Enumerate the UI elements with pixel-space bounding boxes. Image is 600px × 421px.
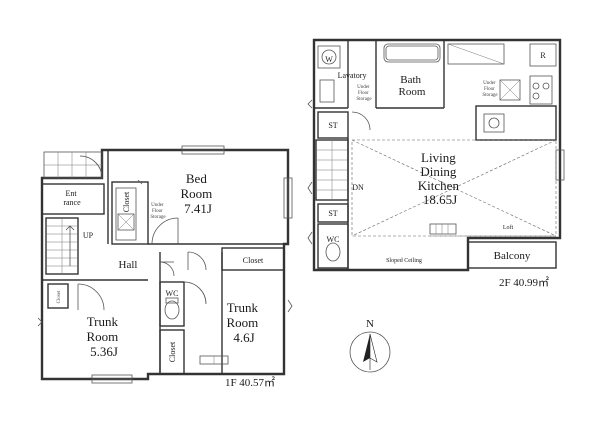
sloped-ceiling-label: Sloped Ceiling [386,258,422,264]
floor2-plan [307,38,565,272]
wc-2f-label: WC [327,235,340,244]
ldk-label: Living Dining Kitchen 18.65J [418,150,462,207]
loft-label: Loft [503,224,514,231]
bed-room-label: Bed Room 7.41J [180,171,215,216]
floor2-area-label: 2F 40.99㎡ [499,276,549,289]
trunk-room-left-label: Trunk Room 5.36J [86,314,121,359]
floor1-plan [37,145,293,384]
entry-porch [43,151,103,179]
trunk-room-right-label: Trunk Room 4.6J [226,300,261,345]
closet-vertical-label: Closet [122,191,131,212]
stairs-1f [45,217,79,275]
up-label: UP [83,231,94,240]
under-floor-storage-2f-right: Under Floor Storage [482,81,498,98]
closet-small-label: Closet [57,290,62,303]
closet-top-label: Closet [243,256,264,265]
dn-label: DN [352,183,364,192]
r-label: R [540,51,546,60]
compass-north-label: N [366,318,374,330]
under-floor-storage-1f: Under Floor Storage [150,203,166,220]
wc-1f-label: WC [166,289,179,298]
st-bottom-label: ST [328,209,337,218]
balcony-label: Balcony [494,250,531,262]
closet-bottom-label: Closet [168,341,177,362]
under-floor-storage-2f-left: Under Floor Storage [356,85,372,102]
lavatory-label: Lavatory [338,71,367,80]
hall-label: Hall [119,259,138,271]
entrance-label: Ent rance [63,189,81,207]
w-label: W [325,55,333,64]
st-top-label: ST [328,121,337,130]
compass [349,331,391,373]
floor1-area-label: 1F 40.57㎡ [225,376,275,389]
bath-room-label: Bath Room [399,74,426,98]
